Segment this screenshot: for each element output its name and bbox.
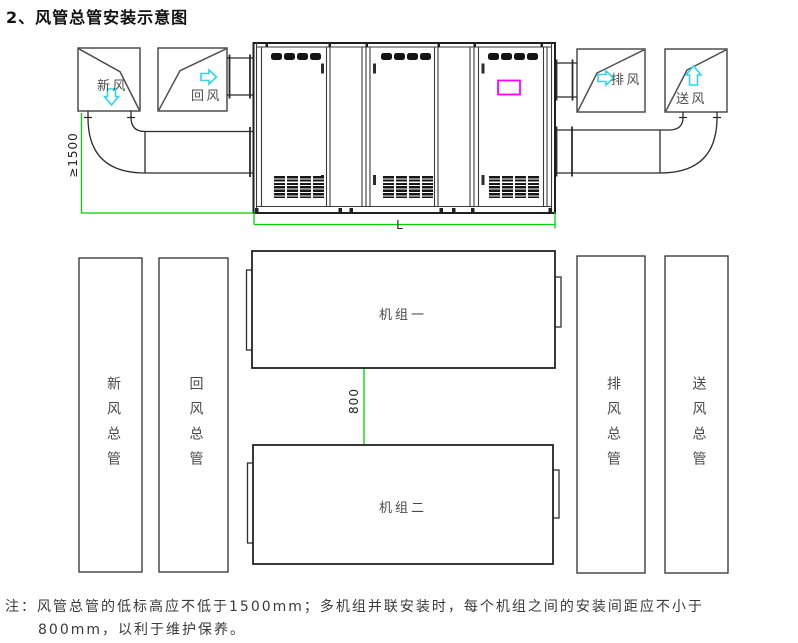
return-air-main-duct-plan	[158, 257, 229, 573]
spacing-dimension: 800	[347, 388, 361, 414]
door-grille	[489, 176, 500, 198]
exhaust-air-arrow-icon	[597, 69, 615, 87]
fresh-air-arrow-icon	[102, 88, 121, 107]
exhaust-air-louver-box	[576, 48, 646, 113]
unit1-label: 机组一	[378, 308, 427, 323]
airflow-arrows	[102, 64, 703, 107]
supply-air-arrow-icon	[684, 64, 703, 86]
supply-air-louver-box	[664, 48, 728, 113]
base-feet	[255, 208, 552, 213]
fresh-air-elbow-duct	[84, 111, 253, 177]
return-air-label: 回风	[191, 89, 223, 104]
duct-work	[84, 54, 721, 177]
return-air-duct	[227, 54, 253, 99]
door-grille	[383, 176, 394, 198]
min-height-dimension: ≥1500	[66, 132, 80, 178]
unit2-plan	[246, 444, 560, 565]
unit1-plan	[245, 250, 562, 369]
length-dimension-line	[254, 212, 556, 229]
door-grille	[409, 176, 420, 198]
unit2-label: 机组二	[378, 501, 427, 516]
fresh-air-main-duct-plan	[78, 257, 143, 573]
exhaust-air-main-duct-plan	[576, 255, 646, 574]
exhaust-air-duct	[555, 59, 577, 101]
supply-air-main-duct-plan	[664, 255, 729, 574]
dimension-lines	[80, 113, 556, 445]
top-rail-ticks	[265, 43, 543, 47]
top-vent-slots	[271, 53, 538, 60]
return-air-arrow-icon	[200, 68, 218, 86]
nameplate-highlight	[497, 79, 521, 96]
note-line1: 注：风管总管的低标高应不低于1500mm；多机组并联安装时，每个机组之间的安装间…	[5, 599, 704, 615]
supply-air-main-label: 送风总管	[690, 376, 707, 476]
plan-view	[78, 250, 729, 574]
door-grille	[274, 176, 285, 198]
page-title: 2、风管总管安装示意图	[6, 8, 189, 27]
door-grille	[313, 176, 324, 198]
return-air-louver-box	[157, 47, 228, 112]
fresh-air-main-label: 新风总管	[105, 376, 121, 476]
door-grille	[502, 176, 513, 198]
louver-boxes	[77, 47, 728, 113]
fresh-air-label: 新风	[97, 79, 129, 94]
door-grille	[287, 176, 298, 198]
door-grille	[396, 176, 407, 198]
supply-air-label: 送风	[676, 92, 708, 107]
supply-air-elbow-duct	[555, 112, 721, 177]
min-height-dimension-line	[80, 113, 255, 225]
cabinet-frame-lines	[255, 43, 553, 213]
exhaust-air-main-label: 排风总管	[605, 376, 621, 476]
door-grille	[300, 176, 311, 198]
exhaust-air-label: 排风	[611, 73, 643, 88]
fresh-air-louver-box	[77, 47, 141, 112]
door-grille	[515, 176, 526, 198]
door-grille	[422, 176, 433, 198]
return-air-main-label: 回风总管	[187, 376, 204, 476]
length-dimension: L	[396, 218, 404, 232]
door-grille	[528, 176, 539, 198]
note-line2: 800mm，以利于维护保养。	[38, 622, 246, 638]
